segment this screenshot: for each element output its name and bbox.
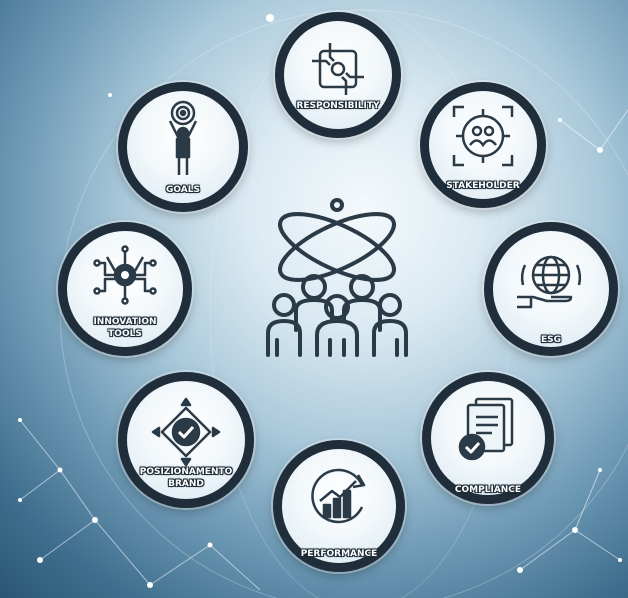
node-label: PERFORMANCE	[300, 549, 378, 559]
node-label-line2: TOOLS	[108, 329, 142, 339]
node-performance[interactable]: PERFORMANCE	[273, 440, 405, 572]
node-compliance[interactable]: COMPLIANCE	[422, 372, 554, 504]
person-target-icon	[168, 100, 198, 175]
node-goals[interactable]: GOALS	[118, 82, 248, 212]
node-esg[interactable]: ESG	[484, 222, 618, 356]
gear-circuit-icon	[93, 245, 157, 305]
node-label: ESG	[540, 335, 562, 345]
node-stakeholder[interactable]: STAKEHOLDER	[420, 82, 546, 208]
node-label-line1: INNOVATION	[93, 317, 157, 327]
node-label-line2: BRAND	[168, 479, 204, 489]
hands-together-icon	[312, 43, 364, 95]
badge-arrows-icon	[151, 397, 221, 467]
node-label: RESPONSIBILITY	[296, 101, 380, 111]
growth-chart-icon	[311, 468, 366, 524]
node-posizionamento-brand[interactable]: POSIZIONAMENTO BRAND	[118, 372, 254, 508]
team-atom-icon	[266, 198, 408, 357]
target-group-icon	[452, 105, 514, 167]
node-label-line1: POSIZIONAMENTO	[139, 467, 233, 477]
documents-check-icon	[458, 397, 514, 461]
node-label: COMPLIANCE	[454, 485, 522, 495]
node-responsibility[interactable]: RESPONSIBILITY	[275, 12, 401, 138]
node-label: STAKEHOLDER	[446, 181, 520, 191]
node-innovation-tools[interactable]: INNOVATION TOOLS	[58, 222, 192, 356]
node-label: GOALS	[166, 185, 200, 195]
globe-in-hand-icon	[517, 255, 582, 309]
